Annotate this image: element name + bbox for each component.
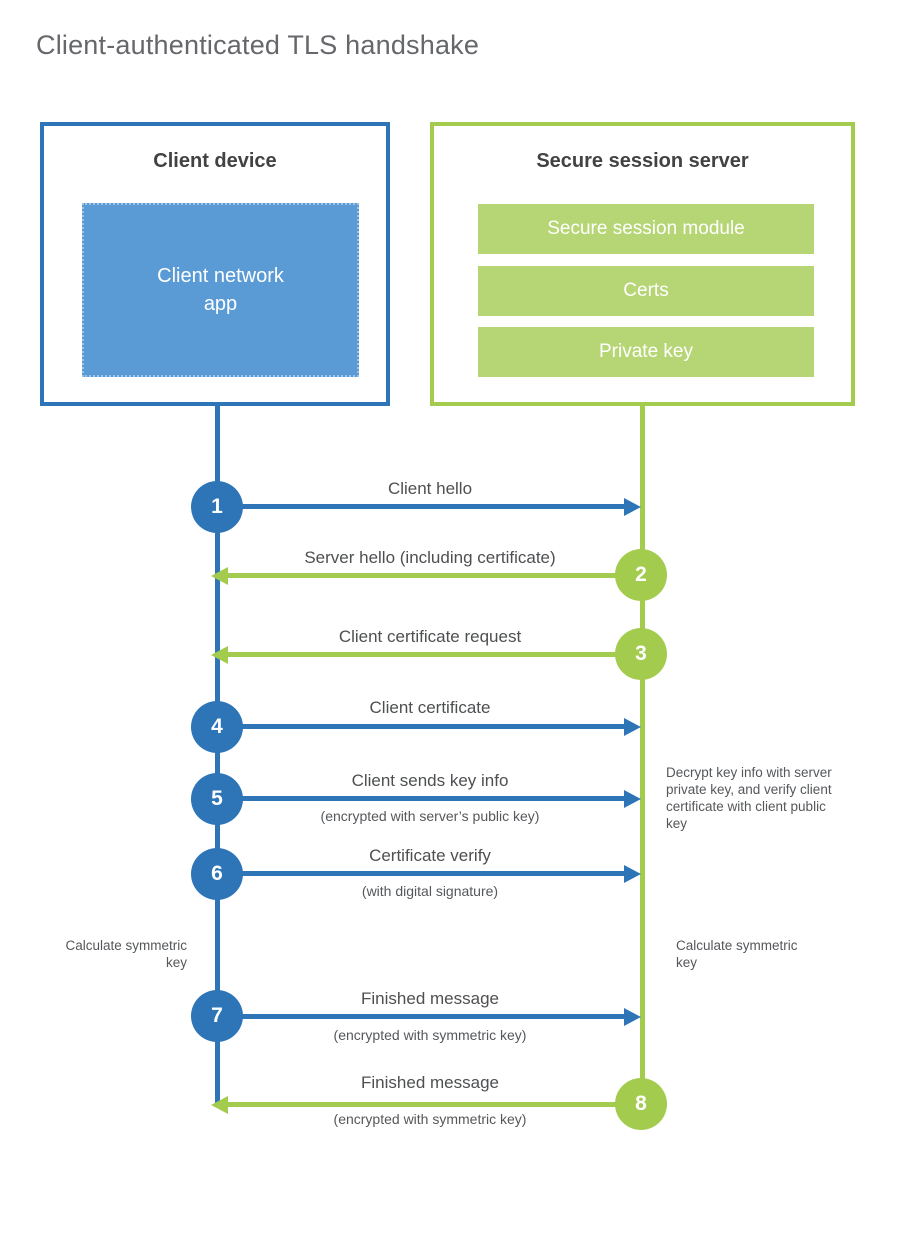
secure-session-server-title: Secure session server — [536, 150, 749, 172]
step-6-label: Certificate verify — [369, 846, 491, 865]
server-module-secure-session-module: Secure session module — [478, 204, 814, 254]
server-lifeline — [640, 405, 645, 1105]
step-1-badge: 1 — [191, 481, 243, 533]
page-title: Client-authenticated TLS handshake — [36, 30, 480, 60]
step-2-label: Server hello (including certificate) — [304, 548, 556, 567]
server-module-certs: Certs — [478, 266, 814, 316]
step-6-arrow-line — [217, 871, 624, 876]
step-3-label: Client certificate request — [338, 627, 522, 646]
step-8-sublabel: (encrypted with symmetric key) — [333, 1111, 527, 1127]
server-module-label: Certs — [623, 280, 669, 301]
step-5-arrow-line — [217, 796, 624, 801]
step-7-sublabel: (encrypted with symmetric key) — [333, 1027, 527, 1043]
step-7-badge: 7 — [191, 990, 243, 1042]
step-4-label: Client certificate — [369, 698, 491, 717]
step-3-arrow-head-icon — [211, 646, 228, 664]
client-device-title: Client device — [153, 150, 277, 172]
annotation-calculate-symmetric-key-client: Calculate symmetric key — [65, 938, 187, 970]
client-network-app-label: Client network app — [157, 265, 284, 315]
step-6-badge: 6 — [191, 848, 243, 900]
step-1-label: Client hello — [387, 479, 473, 498]
step-5-badge: 5 — [191, 773, 243, 825]
step-1-arrow-head-icon — [624, 498, 641, 516]
step-8-badge: 8 — [615, 1078, 667, 1130]
step-5-arrow-head-icon — [624, 790, 641, 808]
step-3-badge: 3 — [615, 628, 667, 680]
step-2-badge: 2 — [615, 549, 667, 601]
client-device-box: Client device Client network app — [40, 122, 390, 406]
step-6-arrow-head-icon — [624, 865, 641, 883]
step-6-sublabel: (with digital signature) — [361, 883, 499, 899]
step-8-arrow-line — [228, 1102, 642, 1107]
step-4-badge: 4 — [191, 701, 243, 753]
server-module-label: Secure session module — [547, 218, 745, 239]
step-7-arrow-line — [217, 1014, 624, 1019]
step-8-label: Finished message — [361, 1073, 499, 1092]
step-7-label: Finished message — [361, 989, 499, 1008]
step-2-arrow-head-icon — [211, 567, 228, 585]
step-8-arrow-head-icon — [211, 1096, 228, 1114]
annotation-calculate-symmetric-key-server: Calculate symmetric key — [676, 938, 798, 970]
step-3-arrow-line — [228, 652, 642, 657]
secure-session-server-box: Secure session server Secure session mod… — [430, 122, 855, 406]
step-5-label: Client sends key info — [351, 771, 509, 790]
client-network-app-box: Client network app — [82, 203, 359, 377]
annotation-decrypt-key-info: Decrypt key info with server private key… — [666, 765, 832, 831]
server-module-label: Private key — [599, 341, 693, 362]
step-4-arrow-head-icon — [624, 718, 641, 736]
step-5-sublabel: (encrypted with server’s public key) — [320, 808, 540, 824]
server-module-private-key: Private key — [478, 327, 814, 377]
client-lifeline — [215, 405, 220, 1107]
step-1-arrow-line — [217, 504, 624, 509]
step-4-arrow-line — [217, 724, 624, 729]
step-2-arrow-line — [228, 573, 642, 578]
step-7-arrow-head-icon — [624, 1008, 641, 1026]
